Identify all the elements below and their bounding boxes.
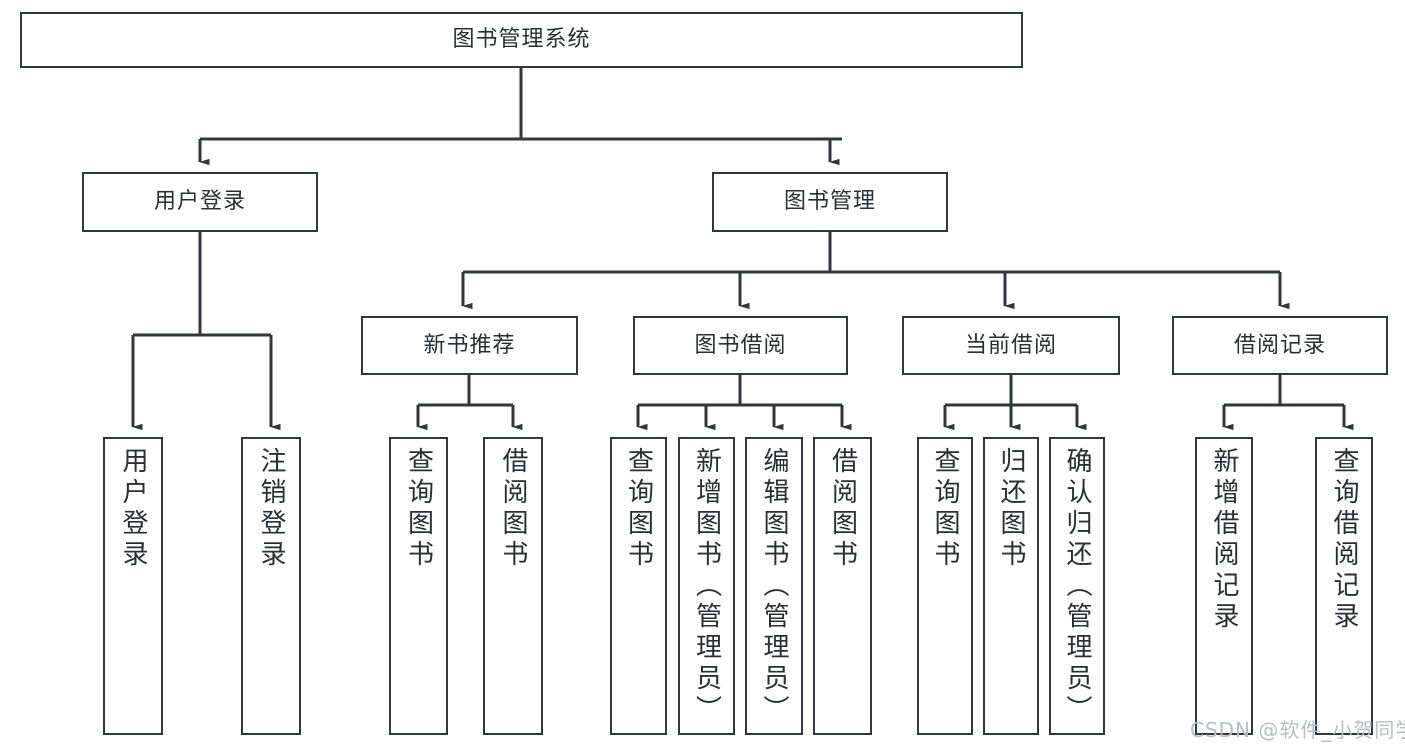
leaf-recommend-query-book[interactable]: 查询图书 bbox=[389, 437, 448, 735]
node-label: 图书管理系统 bbox=[452, 27, 591, 53]
node-label: 注销登录 bbox=[256, 447, 286, 571]
node-label: 查询借阅记录 bbox=[1329, 447, 1359, 633]
node-user-login[interactable]: 用户登录 bbox=[82, 172, 318, 232]
node-label: 当前借阅 bbox=[964, 332, 1057, 358]
node-label: 图书借阅 bbox=[694, 332, 787, 358]
node-label: 编辑图书（管理员） bbox=[759, 447, 789, 726]
leaf-record-add-record[interactable]: 新增借阅记录 bbox=[1195, 437, 1253, 735]
node-label: 查询图书 bbox=[623, 447, 654, 571]
leaf-current-return-book[interactable]: 归还图书 bbox=[983, 437, 1039, 735]
node-label: 查询图书 bbox=[930, 447, 960, 571]
node-current-borrow[interactable]: 当前借阅 bbox=[902, 316, 1120, 375]
node-label: 图书管理 bbox=[783, 189, 876, 215]
node-label: 借阅记录 bbox=[1233, 332, 1326, 358]
leaf-user-login-signout[interactable]: 注销登录 bbox=[241, 437, 301, 735]
leaf-borrow-add-book-admin[interactable]: 新增图书（管理员） bbox=[678, 437, 735, 735]
leaf-borrow-borrow-book[interactable]: 借阅图书 bbox=[813, 437, 872, 735]
node-book-borrow[interactable]: 图书借阅 bbox=[633, 316, 848, 375]
node-borrow-record[interactable]: 借阅记录 bbox=[1172, 316, 1388, 375]
leaf-recommend-borrow-book[interactable]: 借阅图书 bbox=[483, 437, 543, 735]
node-root-system[interactable]: 图书管理系统 bbox=[20, 12, 1023, 68]
leaf-current-confirm-return-admin[interactable]: 确认归还（管理员） bbox=[1049, 437, 1105, 735]
node-new-book-recommend[interactable]: 新书推荐 bbox=[361, 316, 578, 375]
leaf-borrow-edit-book-admin[interactable]: 编辑图书（管理员） bbox=[745, 437, 803, 735]
node-label: 新书推荐 bbox=[423, 332, 516, 358]
node-label: 新增借阅记录 bbox=[1209, 447, 1239, 633]
node-label: 借阅图书 bbox=[498, 447, 528, 571]
node-label: 用户登录 bbox=[153, 189, 246, 215]
leaf-record-query-record[interactable]: 查询借阅记录 bbox=[1315, 437, 1373, 735]
node-label: 用户登录 bbox=[118, 447, 148, 571]
node-label: 确认归还（管理员） bbox=[1062, 447, 1092, 726]
node-label: 查询图书 bbox=[403, 447, 434, 571]
leaf-current-query-book[interactable]: 查询图书 bbox=[917, 437, 973, 735]
leaf-borrow-query-book[interactable]: 查询图书 bbox=[610, 437, 667, 735]
node-label: 借阅图书 bbox=[827, 447, 858, 571]
watermark: CSDN @软件_小贺同学 bbox=[1190, 718, 1405, 742]
node-book-management[interactable]: 图书管理 bbox=[712, 172, 948, 232]
leaf-user-login-signin[interactable]: 用户登录 bbox=[103, 437, 163, 735]
node-label: 归还图书 bbox=[996, 447, 1026, 571]
node-label: 新增图书（管理员） bbox=[691, 447, 722, 726]
